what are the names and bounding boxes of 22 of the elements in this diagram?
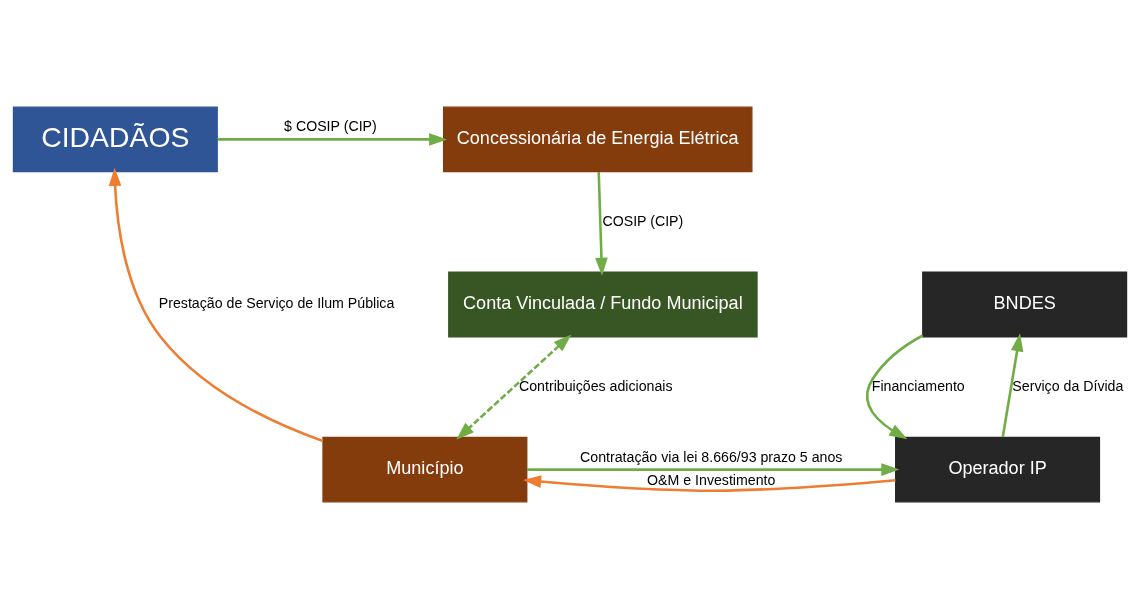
edge-label: Financiamento: [871, 377, 965, 394]
arrow: [595, 171, 608, 276]
node-box: CIDADÃOS: [12, 106, 218, 173]
arrow: [1001, 333, 1024, 438]
node-box: Concessionária de Energia Elétrica: [442, 106, 753, 173]
node-box: Conta Vinculada / Fundo Municipal: [448, 271, 758, 338]
edge-label: Serviço da Dívida: [1012, 377, 1124, 394]
edge-label: $ COSIP (CIP): [284, 118, 377, 135]
edge-label: O&M e Investimento: [647, 471, 776, 488]
arrow: [865, 334, 924, 440]
edge-label: Contribuições adicionais: [518, 377, 673, 394]
arrow: [526, 463, 900, 476]
node-box: Município: [322, 436, 528, 503]
arrow: [108, 167, 324, 443]
arrow: [523, 475, 896, 493]
arrow: [217, 133, 448, 146]
node-box: BNDES: [922, 271, 1128, 338]
arrow: [456, 334, 572, 440]
edge-label: COSIP (CIP): [602, 212, 684, 229]
edge-label: Contratação via lei 8.666/93 prazo 5 anos: [580, 448, 843, 465]
node-box: Operador IP: [895, 436, 1101, 503]
edge-label: Prestação de Serviço de Ilum Pública: [158, 295, 395, 312]
